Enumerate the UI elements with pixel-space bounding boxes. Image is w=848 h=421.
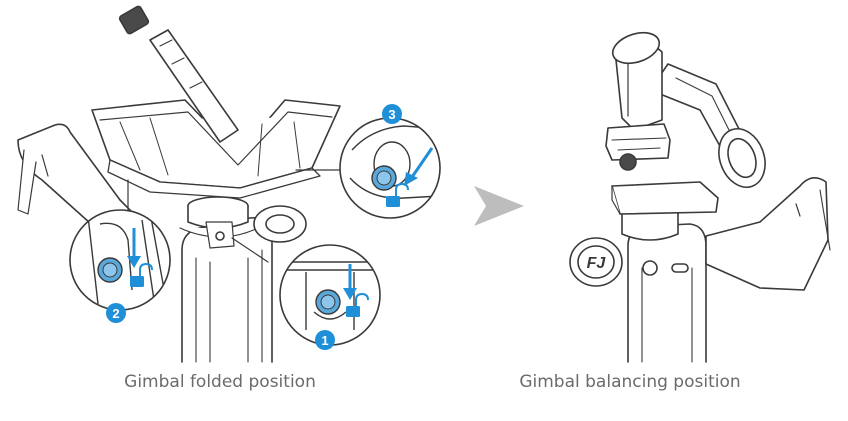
caption-folded-position: Gimbal folded position (124, 372, 316, 392)
step-number-1: 1 (321, 333, 328, 348)
step-number-3: 3 (388, 107, 395, 122)
unlock-icon (386, 182, 409, 207)
step-badge-1: 1 (315, 330, 335, 350)
zoom-detail-2 (69, 209, 171, 311)
unlock-icon (130, 262, 153, 287)
step-number-2: 2 (112, 306, 119, 321)
zoom-detail-1 (279, 244, 381, 346)
balancing-gimbal-illustration: FJ (569, 31, 831, 363)
svg-text:FJ: FJ (587, 255, 607, 272)
unlock-icon (346, 292, 369, 317)
right-triangle-arrow-icon (474, 186, 524, 226)
arrow-down-left-icon (408, 147, 434, 181)
zoom-detail-3 (339, 117, 441, 219)
folded-gimbal-illustration (17, 5, 341, 363)
caption-balancing-position: Gimbal balancing position (519, 372, 741, 392)
step-badge-2: 2 (106, 303, 126, 323)
step-badge-3: 3 (382, 104, 402, 124)
